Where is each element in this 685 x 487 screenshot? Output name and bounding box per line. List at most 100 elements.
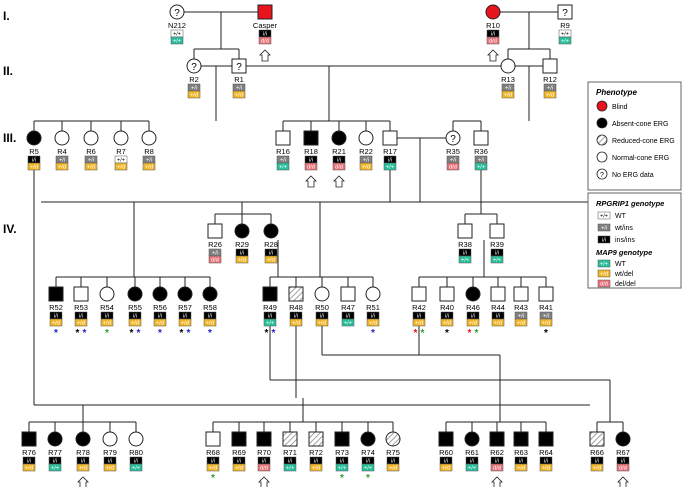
- map9-box: [55, 162, 69, 171]
- male-symbol: [438, 431, 454, 447]
- map9-genotype: +/+: [364, 466, 372, 472]
- legend-genotype-code: i/i: [602, 238, 606, 244]
- individual-label: Casper: [253, 21, 278, 30]
- individual-r7: R7+/++/d: [113, 130, 129, 171]
- rpgrip1-genotype: i/i: [268, 314, 272, 320]
- map9-genotype: +/d: [415, 321, 423, 327]
- legend-genotype-label: wt/del: [614, 271, 634, 278]
- map9-box: [315, 318, 329, 327]
- proband-arrow-icon: [77, 476, 89, 487]
- map9-genotype: +/+: [266, 321, 274, 327]
- map9-genotype: +/+: [344, 321, 352, 327]
- map9-box: [590, 463, 604, 472]
- female-symbol: [365, 286, 381, 302]
- map9-genotype: d/d: [261, 39, 269, 45]
- male-symbol: [288, 286, 304, 302]
- map9-box: [501, 90, 515, 99]
- map9-genotype: +/d: [517, 321, 525, 327]
- legend-phenotype-label: Normal-cone ERG: [612, 155, 669, 162]
- map9-box: [264, 255, 278, 264]
- map9-genotype: +/+: [386, 165, 394, 171]
- phenotype-legend-title: Phenotype: [596, 88, 637, 97]
- rpgrip1-genotype: i/i: [32, 158, 36, 164]
- map9-box: [458, 255, 472, 264]
- map9-box: [48, 463, 62, 472]
- map9-genotype: +/d: [131, 321, 139, 327]
- map9-box: [276, 162, 290, 171]
- individual-label: R52: [49, 303, 63, 312]
- rpgrip1-genotype: i/i: [294, 314, 298, 320]
- female-symbol: [83, 130, 99, 146]
- map9-genotype: d/d: [493, 466, 501, 472]
- male-symbol: [275, 130, 291, 146]
- map9-box: [359, 162, 373, 171]
- proband-arrow-icon: [333, 175, 345, 188]
- female-symbol: [47, 431, 63, 447]
- individual-r4: R4+/i+/d: [54, 130, 70, 171]
- map9-genotype: +/d: [87, 165, 95, 171]
- map9-box: [366, 318, 380, 327]
- generation-label: IV.: [3, 222, 17, 236]
- asterisk-marker: *: [544, 328, 548, 339]
- relationship-lines: [28, 11, 624, 432]
- individual-r16: R16+/i+/+: [275, 130, 291, 171]
- legend-phenotype-label: Reduced-cone ERG: [612, 138, 675, 145]
- rpgrip1-genotype: +/i: [191, 86, 197, 92]
- male-symbol: [439, 286, 455, 302]
- male-symbol: [282, 431, 298, 447]
- asterisk-marker: *: [208, 328, 212, 339]
- female-symbol: [102, 431, 118, 447]
- individual-label: R12: [543, 75, 557, 84]
- map9-box: [128, 318, 142, 327]
- individual-label: R1: [234, 75, 244, 84]
- individual-r36: R36+/i+/+: [473, 130, 489, 171]
- legend-absent-icon: [596, 117, 608, 129]
- individual-label: R46: [466, 303, 480, 312]
- rpgrip1-genotype: i/i: [595, 459, 599, 465]
- rpgrip1-genotype: +/i: [543, 314, 549, 320]
- individual-r35: ?R35+/id/d: [445, 130, 461, 171]
- map9-box: [543, 90, 557, 99]
- rpgrip1-genotype: i/i: [471, 314, 475, 320]
- rpgrip1-genotype: i/i: [27, 459, 31, 465]
- map9-legend-title: MAP9 genotype: [596, 248, 652, 257]
- rpgrip1-genotype: +/i: [212, 251, 218, 257]
- proband-arrow-icon: [617, 476, 629, 487]
- individual-label: R72: [309, 448, 323, 457]
- rpgrip1-genotype: i/i: [183, 314, 187, 320]
- female-symbol: [464, 431, 480, 447]
- asterisk-marker: *: [414, 328, 418, 339]
- generation-label: II.: [3, 64, 13, 78]
- rpgrip1-genotype: i/i: [495, 251, 499, 257]
- rpgrip1-genotype: +/i: [518, 314, 524, 320]
- female-symbol: [99, 286, 115, 302]
- individual-label: R35: [446, 147, 460, 156]
- map9-box: [153, 318, 167, 327]
- map9-genotype: +/+: [286, 466, 294, 472]
- asterisk-marker: *: [54, 328, 58, 339]
- individual-r5: R5i/i+/d: [26, 130, 42, 171]
- legend-rp_insins-swatch: [597, 235, 611, 244]
- map9-genotype: +/d: [235, 466, 243, 472]
- map9-box: [491, 318, 505, 327]
- asterisk-marker: *: [265, 328, 269, 339]
- individual-label: R58: [203, 303, 217, 312]
- rpgrip1-genotype: i/i: [444, 459, 448, 465]
- rpgrip1-genotype: i/i: [491, 32, 495, 38]
- individual-label: R48: [289, 303, 303, 312]
- unknown-mark: ?: [191, 62, 197, 73]
- female-symbol: [177, 286, 193, 302]
